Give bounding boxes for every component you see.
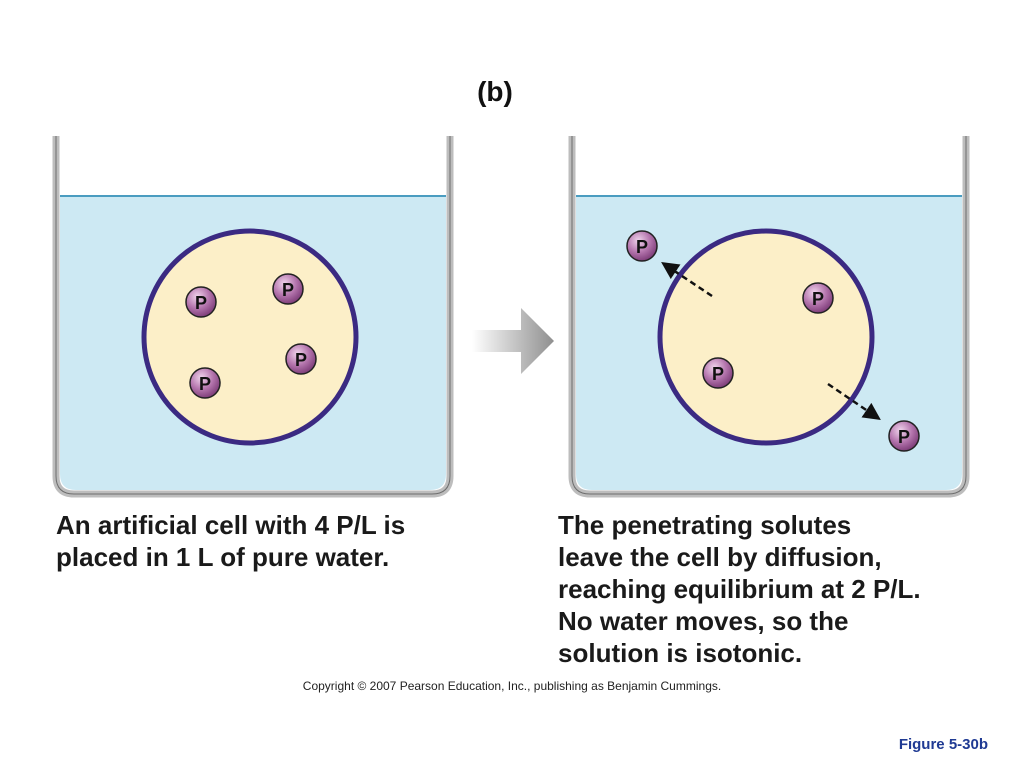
right-caption-line: The penetrating solutes (558, 510, 852, 540)
solute-label: P (898, 427, 910, 447)
solute-label: P (712, 364, 724, 384)
copyright-notice: Copyright © 2007 Pearson Education, Inc.… (302, 679, 722, 693)
solute-particle: P (285, 343, 317, 375)
solute-particle-outside: P (888, 420, 920, 452)
right-beaker: P P P P (568, 136, 970, 498)
solute-particle-outside: P (626, 230, 658, 262)
solute-label: P (812, 289, 824, 309)
right-caption: The penetrating solutes leave the cell b… (558, 509, 921, 669)
left-caption: An artificial cell with 4 P/L is placed … (56, 509, 405, 573)
right-caption-line: No water moves, so the (558, 606, 849, 636)
solute-particle: P (802, 282, 834, 314)
solute-label: P (295, 350, 307, 370)
left-beaker: P P P P (52, 136, 454, 498)
solute-particle: P (185, 286, 217, 318)
left-caption-line: An artificial cell with 4 P/L is (56, 510, 406, 540)
solute-particle: P (189, 367, 221, 399)
left-caption-line: placed in 1 L of pure water. (56, 542, 390, 572)
figure-label: Figure 5-30b (898, 736, 988, 753)
right-artificial-cell (657, 228, 875, 446)
solute-label: P (282, 280, 294, 300)
solute-label: P (636, 237, 648, 257)
left-artificial-cell (141, 228, 359, 446)
solute-label: P (195, 293, 207, 313)
diffusion-arrow-out-bottom (827, 382, 881, 420)
right-caption-line: reaching equilibrium at 2 P/L. (558, 574, 921, 604)
right-caption-line: leave the cell by diffusion, (558, 542, 882, 572)
solute-label: P (199, 374, 211, 394)
transition-arrow (472, 308, 554, 374)
right-caption-line: solution is isotonic. (558, 638, 803, 668)
solute-particle: P (272, 273, 304, 305)
panel-label: (b) (477, 76, 513, 107)
solute-particle: P (702, 357, 734, 389)
